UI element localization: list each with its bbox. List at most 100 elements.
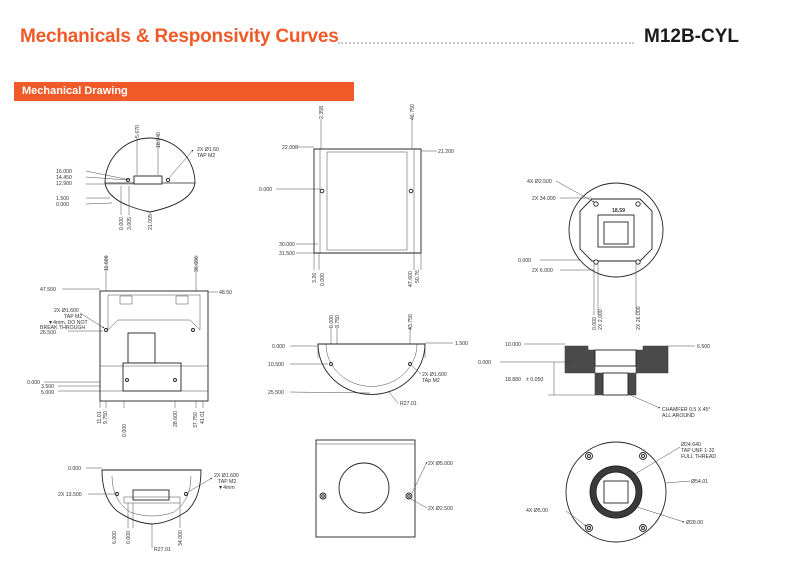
note-tap: TAp M2 (422, 378, 440, 384)
model-name: M12B-CYL (644, 26, 740, 47)
dim-21200: 21.200 (438, 149, 454, 155)
note-tap: TAP M2 (218, 479, 236, 485)
dim-0000-b: 0.000 (272, 344, 285, 350)
front-outline (313, 148, 422, 254)
section-title: Mechanical Drawing (22, 85, 128, 97)
view-middle-left: 47.500 48.50 2X Ø1.600 TAP M2 ▼4mm, DO N… (27, 255, 232, 437)
note-chamfer: CHAMFER 0.5 X 45° (662, 407, 711, 413)
dim-16000: 16.000 (56, 169, 72, 175)
dim-3005: 3.005 (127, 217, 133, 230)
note-hole: 2X Ø1.600 (422, 372, 447, 378)
dim-10000: 10.000 (505, 342, 521, 348)
dim-5000: 5.000 (41, 390, 54, 396)
tap-hole-left (329, 362, 333, 366)
note-hole: 2X Ø1.600 (54, 308, 79, 314)
view-bottom-left: 0.000 2X 13.500 2X Ø1.600 TAP M2 ▼4mm 6.… (58, 466, 239, 553)
dim-0000: 0.000 (68, 466, 81, 472)
side-hole-left (319, 188, 325, 194)
note-hole: 2X Ø1.600 (214, 473, 239, 479)
dim-0000-b: 0.000 (592, 317, 598, 330)
dim-18880: 18.880 (505, 377, 521, 383)
dim-0000: 0.000 (478, 360, 491, 366)
dim-0000-b: 0.000 (320, 273, 326, 286)
note-break: BREAK THROUGH (40, 325, 85, 331)
dim-b-37750: 37.750 (193, 412, 199, 428)
dim-r2701: R27.01 (154, 547, 171, 553)
dim-0000: 0.000 (518, 258, 531, 264)
dim-30000: 30.000 (279, 242, 295, 248)
dim-5401: Ø54.01 (691, 479, 708, 485)
section-flange (564, 345, 596, 374)
dim-11606: 11.606 (104, 255, 110, 271)
dim-0000: 0.000 (27, 380, 40, 386)
bore-square (603, 480, 629, 504)
dim-36606: 36.606 (194, 256, 200, 272)
note-thread-dia: Ø24.640 (681, 442, 701, 448)
note-full-thread: FULL THREAD (681, 454, 716, 460)
note-hole: 2X Ø2.500 (428, 506, 453, 512)
side-tap-right (191, 328, 195, 332)
dim-5670: 5.670 (135, 125, 141, 138)
center-block (127, 332, 156, 364)
view-bottom-right: Ø24.640 TAP UNF 1-32 FULL THREAD Ø54.01 … (526, 441, 716, 543)
corner-hole-bl (593, 259, 599, 265)
dim-b-0000: 0.000 (122, 424, 128, 437)
dome-outline (104, 137, 196, 213)
dim-12900: 12.900 (56, 181, 72, 187)
dim-1500: 1.500 (455, 341, 468, 347)
note-tap: TAP M2 (197, 153, 215, 159)
dim-21005: 21.005 (148, 214, 154, 230)
dim-0000: 0.000 (56, 202, 69, 208)
dim-18940: 18.940 (156, 132, 162, 148)
dim-326: 3.26 (312, 273, 318, 283)
note-around: ALL AROUND (662, 413, 695, 419)
dim-13500: 2X 13.500 (58, 492, 82, 498)
dim-6000: 2X 6.000 (532, 268, 553, 274)
view-middle-right: 10.000 6.500 0.000 18.880 ± 0.050 CHAMFE… (478, 342, 711, 419)
dim-b-6000: 6.000 (112, 531, 118, 544)
note-thread-spec: TAP UNF 1-32 (681, 448, 715, 454)
dim-26500: 26.500 (40, 330, 56, 336)
dim-25500: 25.500 (268, 390, 284, 396)
sensor-die (603, 221, 629, 245)
dim-2358: 2.358 (319, 106, 325, 119)
center-bore (338, 462, 390, 514)
note-bore: 2X Ø5.000 (428, 461, 453, 467)
dim-4850: 48.50 (219, 290, 232, 296)
dim-0000: 0.000 (259, 187, 272, 193)
dim-r2701: R27.01 (400, 401, 417, 407)
view-bottom-center: 2X Ø5.000 2X Ø2.500 (315, 439, 453, 538)
dim-b-0000: 0.000 (126, 531, 132, 544)
dim-31500: 31.500 (279, 251, 295, 257)
bottom-slot (132, 489, 170, 501)
slot (133, 175, 163, 185)
dim-5076: 50.76 (415, 270, 421, 283)
note-holes: 4X Ø2.500 (527, 179, 552, 185)
dim-0000: 0.000 (329, 315, 335, 328)
inner-face (326, 151, 408, 251)
section-barrel (594, 372, 604, 396)
dim-1500: 1.500 (56, 196, 69, 202)
dim-b-34000: 34.000 (178, 530, 184, 546)
side-tap-left (104, 328, 108, 332)
side-hole-right (408, 188, 414, 194)
corner-hole-tr (635, 201, 641, 207)
title-dot-leader (338, 42, 634, 44)
dim-46750: 46.750 (410, 104, 416, 120)
dim-47600: 47.600 (408, 271, 414, 287)
page-title: Mechanicals & Responsivity Curves (20, 26, 339, 47)
dim-22000: 22.000 (282, 145, 298, 151)
note-depth: ▼4mm (218, 485, 235, 491)
view-top-left: 16.000 14.450 12.900 1.500 0.000 0.000 3… (56, 125, 219, 230)
corner-hole-br (635, 259, 641, 265)
dim-2000: 2X 2.000 (598, 309, 604, 330)
dim-3750: 3.750 (335, 315, 341, 328)
dim-tolerance: ± 0.050 (526, 377, 543, 383)
dim-4x500: 4X Ø5.00 (526, 508, 548, 514)
dim-b-4101: 41.01 (200, 411, 206, 424)
bottom-tap-right (184, 492, 188, 496)
dim-b-9750: 9.750 (103, 411, 109, 424)
lower-slot (122, 362, 182, 392)
dim-3500: 3.500 (41, 384, 54, 390)
sensor-dim: 18.59 (612, 208, 625, 214)
